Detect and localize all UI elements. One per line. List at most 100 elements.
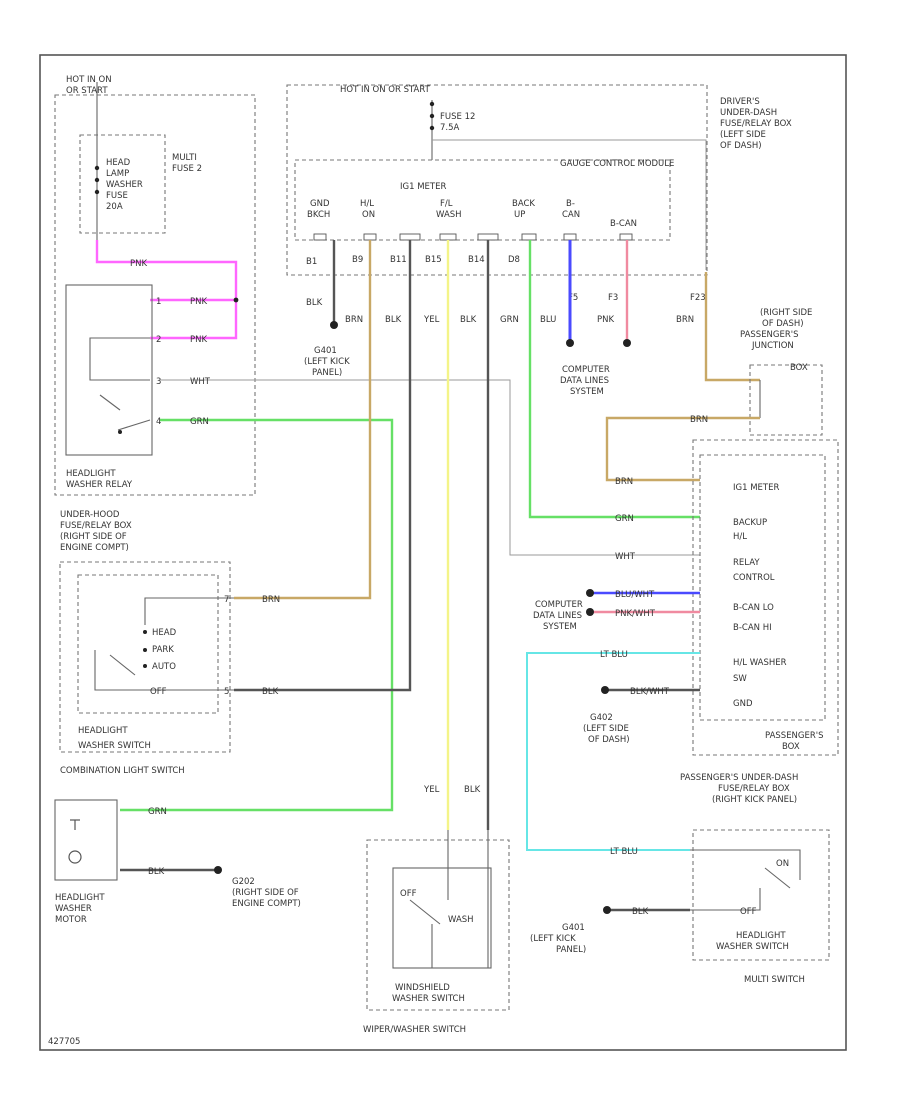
svg-text:OFF: OFF bbox=[400, 889, 417, 899]
pnk-label-3: PNK bbox=[190, 335, 207, 345]
under-hood-box-outline bbox=[54, 94, 256, 496]
diagram-code: 427705 bbox=[48, 1037, 80, 1047]
headlamp-fuse-dot-3 bbox=[94, 189, 100, 195]
g202-ground-dot bbox=[214, 866, 222, 874]
svg-text:WASHER: WASHER bbox=[55, 904, 92, 914]
g402-label: G402 (LEFT SIDE OF DASH) bbox=[583, 713, 630, 745]
b-canl-label: B- CAN bbox=[562, 199, 580, 220]
svg-text:H/L WASHER: H/L WASHER bbox=[733, 658, 787, 668]
headlamp-fuse-label: HEAD LAMP WASHER FUSE 20A bbox=[106, 158, 143, 212]
svg-text:FUSE 2: FUSE 2 bbox=[172, 164, 202, 174]
passenger-under-dash-box bbox=[692, 439, 839, 756]
svg-text:FUSE/RELAY BOX: FUSE/RELAY BOX bbox=[720, 119, 792, 129]
svg-text:UP: UP bbox=[514, 210, 525, 220]
g401b-ground-dot bbox=[603, 906, 611, 914]
passenger-junction-box bbox=[749, 364, 823, 436]
svg-text:WASH: WASH bbox=[448, 915, 474, 925]
brn-label-2: BRN bbox=[262, 595, 280, 605]
svg-text:WASH: WASH bbox=[436, 210, 462, 220]
svg-text:B-CAN LO: B-CAN LO bbox=[733, 603, 774, 613]
svg-text:7: 7 bbox=[224, 595, 229, 605]
svg-text:WASHER SWITCH: WASHER SWITCH bbox=[716, 942, 789, 952]
multi-switch-label: MULTI SWITCH bbox=[744, 975, 805, 985]
grn-label-3: GRN bbox=[500, 315, 519, 325]
yel-label-1: YEL bbox=[423, 315, 440, 325]
fuse12-dot-mid bbox=[429, 113, 435, 119]
svg-text:4: 4 bbox=[156, 417, 161, 427]
svg-text:B14: B14 bbox=[468, 255, 485, 265]
motor-symbol bbox=[68, 819, 82, 864]
svg-text:FUSE/RELAY BOX: FUSE/RELAY BOX bbox=[718, 784, 790, 794]
gauge-module-pins bbox=[313, 233, 633, 241]
svg-text:COMPUTER: COMPUTER bbox=[562, 365, 610, 375]
hot-run-start-label: HOT IN ON OR START bbox=[340, 85, 431, 95]
combo-switch-positions: HEAD PARK AUTO OFF bbox=[150, 628, 177, 697]
svg-text:CONTROL: CONTROL bbox=[733, 573, 775, 583]
ws-switch-label: WINDSHIELD WASHER SWITCH bbox=[392, 983, 465, 1004]
svg-text:FUSE: FUSE bbox=[106, 191, 128, 201]
fuse12-dot-top bbox=[429, 101, 435, 107]
svg-text:(RIGHT KICK PANEL): (RIGHT KICK PANEL) bbox=[712, 795, 797, 805]
svg-text:ENGINE COMPT): ENGINE COMPT) bbox=[60, 543, 129, 553]
svg-text:BKCH: BKCH bbox=[307, 210, 330, 220]
svg-text:5: 5 bbox=[224, 687, 229, 697]
svg-text:SYSTEM: SYSTEM bbox=[570, 387, 604, 397]
fuse12-to-f23-wire bbox=[432, 139, 707, 270]
svg-text:LAMP: LAMP bbox=[106, 169, 129, 179]
svg-text:UNDER-DASH: UNDER-DASH bbox=[720, 108, 777, 118]
multi-switch-contacts bbox=[690, 849, 801, 911]
svg-text:F5: F5 bbox=[568, 293, 578, 303]
brn-label-5: BRN bbox=[615, 477, 633, 487]
svg-text:B11: B11 bbox=[390, 255, 407, 265]
blu-label-1: BLU bbox=[540, 315, 556, 325]
g401-ground-dot bbox=[330, 321, 338, 329]
svg-text:MULTI: MULTI bbox=[172, 153, 197, 163]
brn-label-4: BRN bbox=[690, 415, 708, 425]
svg-text:(LEFT SIDE: (LEFT SIDE bbox=[720, 130, 766, 140]
svg-text:ENGINE COMPT): ENGINE COMPT) bbox=[232, 899, 301, 909]
svg-text:PASSENGER'S UNDER-DASH: PASSENGER'S UNDER-DASH bbox=[680, 773, 798, 783]
blk-label-5: BLK bbox=[306, 298, 323, 308]
svg-text:RELAY: RELAY bbox=[733, 558, 760, 568]
wiper-switch-label: WIPER/WASHER SWITCH bbox=[363, 1025, 466, 1035]
ltblu-washer-switch-wire bbox=[526, 652, 700, 851]
svg-text:H/L: H/L bbox=[733, 532, 747, 542]
svg-text:GND: GND bbox=[310, 199, 330, 209]
svg-text:UNDER-HOOD: UNDER-HOOD bbox=[60, 510, 120, 520]
svg-text:G401: G401 bbox=[314, 346, 337, 356]
g401-label: G401 (LEFT KICK PANEL) bbox=[304, 346, 350, 378]
grn-label-4: GRN bbox=[615, 514, 634, 524]
hot-run-start-label-left: HOT IN ON OR START bbox=[66, 75, 112, 96]
fuse12-dot-bot bbox=[429, 125, 435, 131]
svg-text:FUSE 12: FUSE 12 bbox=[440, 112, 475, 122]
svg-text:ON: ON bbox=[362, 210, 375, 220]
svg-text:H/L: H/L bbox=[360, 199, 374, 209]
svg-text:CAN: CAN bbox=[562, 210, 580, 220]
pnk-can-hi-dot bbox=[586, 608, 594, 616]
brn-f23-wire bbox=[704, 272, 760, 382]
svg-text:G402: G402 bbox=[590, 713, 613, 723]
svg-text:HOT IN ON: HOT IN ON bbox=[66, 75, 112, 85]
g402-ground-dot bbox=[601, 686, 609, 694]
headlight-washer-switch-inner bbox=[77, 574, 219, 714]
svg-text:F3: F3 bbox=[608, 293, 618, 303]
wht-label-2: WHT bbox=[615, 552, 636, 562]
brn-ig1-meter-wire bbox=[605, 416, 760, 482]
svg-text:B9: B9 bbox=[352, 255, 363, 265]
yel-label-2: YEL bbox=[423, 785, 440, 795]
svg-text:B-: B- bbox=[566, 199, 575, 209]
relay-pin-numbers: 1 2 3 4 bbox=[156, 297, 161, 427]
svg-text:WASHER SWITCH: WASHER SWITCH bbox=[78, 741, 151, 751]
svg-text:PANEL): PANEL) bbox=[556, 945, 586, 955]
svg-text:(RIGHT SIDE OF: (RIGHT SIDE OF bbox=[60, 532, 127, 542]
svg-text:SW: SW bbox=[733, 674, 747, 684]
pnk-label-1: PNK bbox=[130, 259, 147, 269]
svg-text:(LEFT SIDE: (LEFT SIDE bbox=[583, 724, 629, 734]
multi-fuse-label: MULTI FUSE 2 bbox=[172, 153, 202, 174]
blk-label-1: BLK bbox=[385, 315, 402, 325]
svg-text:OF DASH): OF DASH) bbox=[588, 735, 630, 745]
hl-washer-switch-label: HEADLIGHT WASHER SWITCH bbox=[78, 726, 151, 751]
svg-text:PARK: PARK bbox=[152, 645, 174, 655]
svg-text:BACKUP: BACKUP bbox=[733, 518, 767, 528]
b-canh-label: B-CAN bbox=[610, 219, 637, 229]
